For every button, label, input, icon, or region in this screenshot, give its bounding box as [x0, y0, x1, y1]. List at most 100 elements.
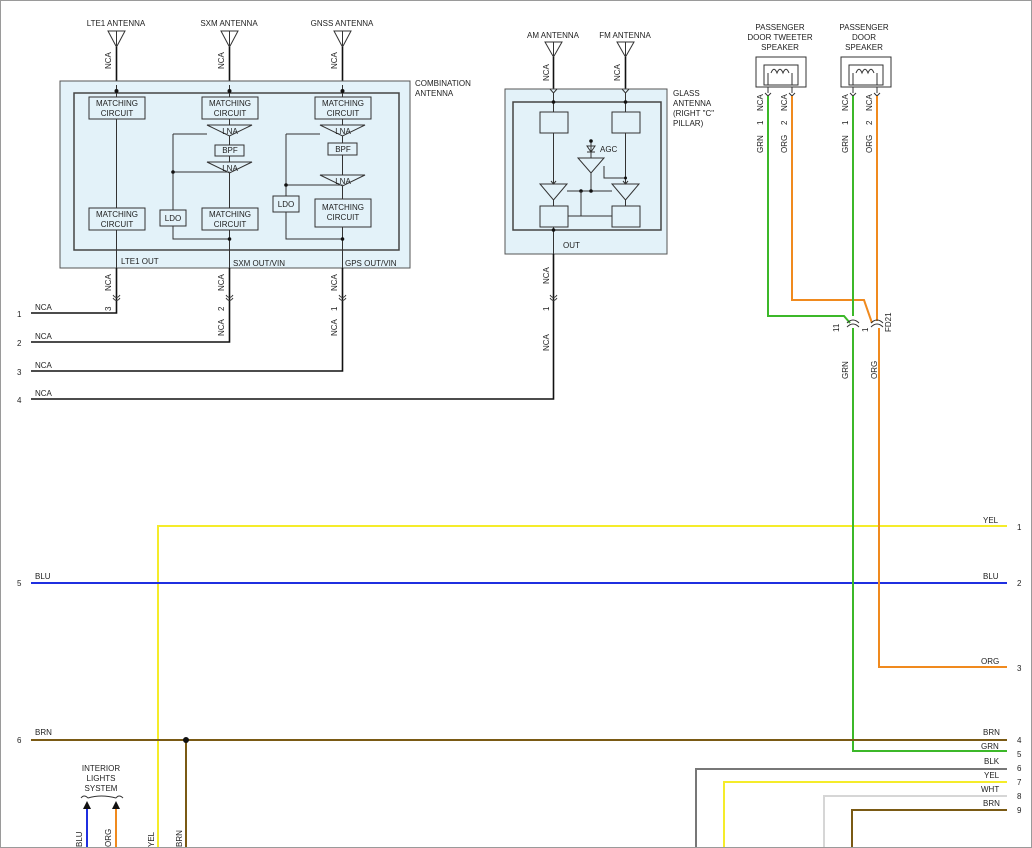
svg-text:LDO: LDO — [278, 200, 294, 209]
glass-antenna: GLASS ANTENNA (RIGHT "C" PILLAR) AGC OUT — [504, 88, 714, 255]
svg-text:6: 6 — [1017, 764, 1022, 773]
svg-text:CIRCUIT: CIRCUIT — [327, 213, 360, 222]
svg-text:ORG: ORG — [981, 657, 999, 666]
svg-text:SXM OUT/VIN: SXM OUT/VIN — [233, 259, 285, 268]
svg-text:CIRCUIT: CIRCUIT — [101, 220, 134, 229]
svg-text:NCA: NCA — [35, 361, 53, 370]
svg-text:CIRCUIT: CIRCUIT — [327, 109, 360, 118]
svg-text:NCA: NCA — [217, 318, 226, 336]
svg-text:NCA: NCA — [330, 318, 339, 336]
svg-text:2: 2 — [865, 120, 874, 125]
svg-text:ORG: ORG — [865, 135, 874, 153]
svg-text:LTE1 ANTENNA: LTE1 ANTENNA — [87, 19, 146, 28]
svg-text:SXM ANTENNA: SXM ANTENNA — [200, 19, 258, 28]
svg-text:9: 9 — [1017, 806, 1022, 815]
svg-text:MATCHING: MATCHING — [209, 99, 251, 108]
svg-text:1: 1 — [17, 310, 22, 319]
svg-text:FD21: FD21 — [884, 312, 893, 332]
svg-text:CIRCUIT: CIRCUIT — [101, 109, 134, 118]
svg-text:NCA: NCA — [217, 51, 226, 69]
svg-text:BRN: BRN — [983, 799, 1000, 808]
svg-text:1: 1 — [542, 306, 551, 311]
svg-text:NCA: NCA — [542, 266, 551, 284]
svg-text:NCA: NCA — [35, 303, 53, 312]
svg-text:NCA: NCA — [104, 51, 113, 69]
svg-text:PILLAR): PILLAR) — [673, 119, 704, 128]
svg-text:SYSTEM: SYSTEM — [85, 784, 118, 793]
svg-text:BLK: BLK — [984, 757, 1000, 766]
svg-text:MATCHING: MATCHING — [209, 210, 251, 219]
svg-text:BRN: BRN — [35, 728, 52, 737]
svg-text:OUT: OUT — [563, 241, 580, 250]
svg-text:NCA: NCA — [613, 63, 622, 81]
svg-text:ANTENNA: ANTENNA — [673, 99, 712, 108]
svg-text:NCA: NCA — [217, 273, 226, 291]
svg-text:2: 2 — [780, 120, 789, 125]
svg-text:NCA: NCA — [780, 93, 789, 111]
svg-text:AGC: AGC — [600, 145, 618, 154]
svg-text:LIGHTS: LIGHTS — [87, 774, 116, 783]
svg-text:PASSENGER: PASSENGER — [839, 23, 888, 32]
svg-text:NCA: NCA — [330, 273, 339, 291]
svg-text:8: 8 — [1017, 792, 1022, 801]
svg-text:ANTENNA: ANTENNA — [415, 89, 454, 98]
svg-text:BRN: BRN — [983, 728, 1000, 737]
svg-text:2: 2 — [17, 339, 22, 348]
svg-text:MATCHING: MATCHING — [96, 99, 138, 108]
svg-text:NCA: NCA — [865, 93, 874, 111]
svg-text:5: 5 — [1017, 750, 1022, 759]
passenger-door-speaker: PASSENGER DOOR SPEAKER — [839, 23, 892, 88]
svg-text:YEL: YEL — [147, 831, 156, 847]
svg-text:1: 1 — [1017, 523, 1022, 532]
gnss-antenna: GNSS ANTENNA — [311, 19, 374, 49]
svg-text:YEL: YEL — [984, 771, 1000, 780]
svg-text:2: 2 — [217, 306, 226, 311]
svg-text:11: 11 — [832, 323, 841, 332]
svg-text:AM ANTENNA: AM ANTENNA — [527, 31, 580, 40]
svg-text:MATCHING: MATCHING — [322, 203, 364, 212]
svg-text:SPEAKER: SPEAKER — [761, 43, 799, 52]
interior-lights-system: INTERIOR LIGHTS SYSTEM — [80, 764, 124, 847]
svg-text:LTE1 OUT: LTE1 OUT — [121, 257, 159, 266]
svg-text:1: 1 — [756, 120, 765, 125]
svg-text:NCA: NCA — [542, 333, 551, 351]
sxm-antenna: SXM ANTENNA — [200, 19, 258, 49]
svg-text:NCA: NCA — [841, 93, 850, 111]
svg-text:1: 1 — [330, 306, 339, 311]
passenger-door-tweeter-speaker: PASSENGER DOOR TWEETER SPEAKER — [747, 23, 813, 88]
svg-text:GLASS: GLASS — [673, 89, 700, 98]
svg-text:5: 5 — [17, 579, 22, 588]
svg-text:LNA: LNA — [335, 127, 351, 136]
svg-text:3: 3 — [104, 306, 113, 311]
fm-antenna: FM ANTENNA — [599, 31, 651, 59]
svg-text:BLU: BLU — [983, 572, 999, 581]
svg-text:LNA: LNA — [335, 177, 351, 186]
svg-text:3: 3 — [1017, 664, 1022, 673]
svg-text:CIRCUIT: CIRCUIT — [214, 220, 247, 229]
svg-text:COMBINATION: COMBINATION — [415, 79, 471, 88]
svg-text:YEL: YEL — [983, 516, 999, 525]
svg-text:4: 4 — [1017, 736, 1022, 745]
svg-text:BLU: BLU — [35, 572, 51, 581]
fd21-connector: 11 1 FD21 — [832, 312, 893, 332]
svg-text:DOOR: DOOR — [852, 33, 876, 42]
svg-text:ORG: ORG — [780, 135, 789, 153]
svg-text:FM ANTENNA: FM ANTENNA — [599, 31, 651, 40]
svg-text:MATCHING: MATCHING — [322, 99, 364, 108]
svg-text:6: 6 — [17, 736, 22, 745]
svg-text:INTERIOR: INTERIOR — [82, 764, 120, 773]
svg-text:GRN: GRN — [841, 361, 850, 379]
svg-text:DOOR TWEETER: DOOR TWEETER — [747, 33, 812, 42]
svg-text:BLU: BLU — [75, 831, 84, 847]
svg-text:WHT: WHT — [981, 785, 999, 794]
svg-text:MATCHING: MATCHING — [96, 210, 138, 219]
svg-text:LDO: LDO — [165, 214, 181, 223]
svg-text:NCA: NCA — [35, 389, 53, 398]
svg-text:1: 1 — [861, 327, 870, 332]
svg-text:4: 4 — [17, 396, 22, 405]
svg-text:NCA: NCA — [542, 63, 551, 81]
svg-text:NCA: NCA — [330, 51, 339, 69]
svg-text:SPEAKER: SPEAKER — [845, 43, 883, 52]
svg-text:GRN: GRN — [981, 742, 999, 751]
